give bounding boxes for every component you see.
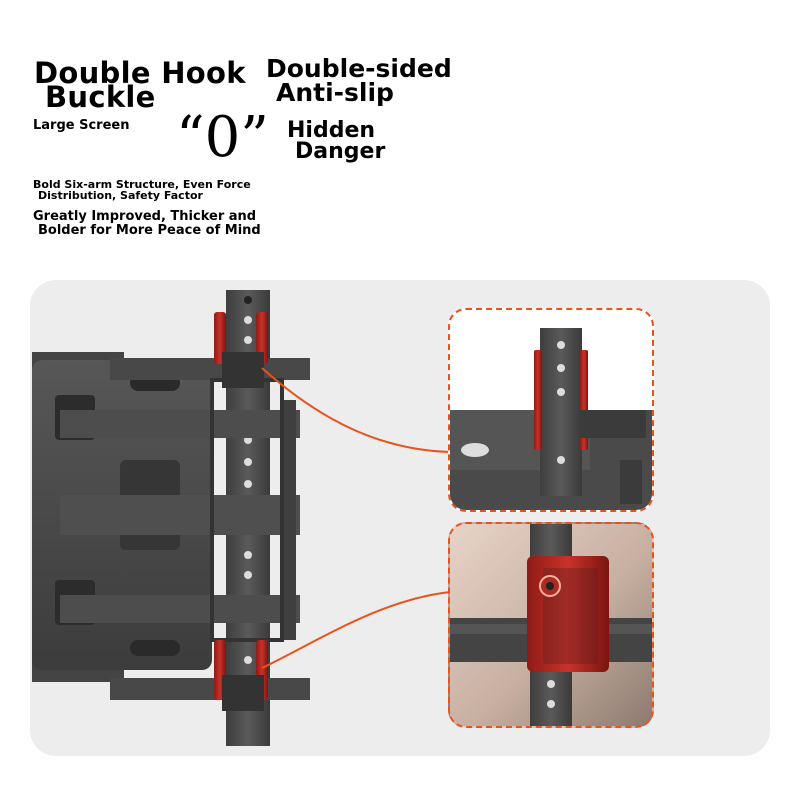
six-arm-line-2: Distribution, Safety Factor	[38, 189, 203, 202]
headline-buckle: Buckle	[45, 80, 156, 114]
danger-label: Danger	[295, 139, 386, 164]
improved-line-1: Greatly Improved, Thicker and	[33, 209, 257, 224]
improved-line-2: Bolder for More Peace of Mind	[38, 223, 261, 238]
headline-double-sided: Double-sided	[266, 54, 452, 83]
large-screen-label: Large Screen	[33, 118, 130, 133]
headline-anti-slip: Anti-slip	[276, 78, 394, 107]
detail-top-hook	[448, 308, 654, 512]
headline-double-hook: Double Hook	[34, 56, 246, 90]
detail-top-hook-illustration	[450, 328, 652, 510]
hidden-label: Hidden	[287, 118, 376, 143]
bottom-red-hook	[214, 640, 268, 711]
detail-anti-slip	[448, 522, 654, 728]
callout-line-bottom	[261, 591, 451, 669]
zero-symbol: “0”	[176, 105, 269, 170]
detail-anti-slip-illustration	[450, 524, 652, 726]
top-red-hook	[214, 312, 268, 388]
six-arm-line-1: Bold Six-arm Structure, Even Force	[33, 178, 251, 191]
callout-line-top	[261, 367, 451, 453]
